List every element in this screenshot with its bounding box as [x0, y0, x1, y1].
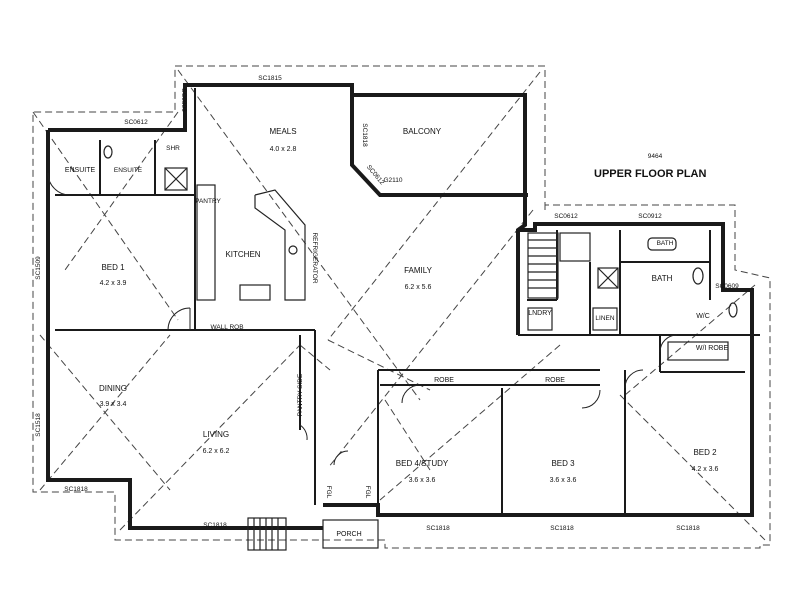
- door-swings: [47, 172, 678, 466]
- window-bottom-left: SC1818: [64, 486, 88, 493]
- roof-outline: [32, 65, 771, 549]
- window-fgl-b: FGL: [364, 486, 371, 499]
- room-family-name: FAMILY: [404, 266, 433, 275]
- window-right-a: SC0612: [554, 213, 578, 220]
- refrigerator-label: REFRIGERATOR: [311, 232, 318, 283]
- bathroom-fixtures: [103, 145, 738, 361]
- window-bottom-bed2: SC1818: [676, 525, 700, 532]
- pantry-side-label: PANTRY SIDE: [297, 373, 304, 416]
- room-meals-size: 4.0 x 2.8: [270, 146, 297, 153]
- room-living-size: 6.2 x 6.2: [203, 448, 230, 455]
- room-lndry-name: LNDRY: [528, 310, 552, 317]
- room-wir-name: W/I ROBE: [696, 345, 729, 352]
- room-bed1-size: 4.2 x 3.9: [100, 280, 127, 287]
- room-wc-name: W/C: [696, 313, 710, 320]
- plan-tag: 9464: [648, 153, 663, 160]
- room-balcony-name: BALCONY: [403, 127, 442, 136]
- window-left-lower: SC1518: [35, 413, 42, 437]
- room-porch-name: PORCH: [336, 531, 361, 538]
- staircase: [527, 232, 591, 299]
- room-bath-small-name: BATH: [657, 240, 674, 247]
- room-bed3-name: BED 3: [551, 459, 575, 468]
- room-dining-size: 3.9 x 3.4: [100, 401, 127, 408]
- room-robe-name: ROBE: [434, 377, 454, 384]
- window-bottom-bed3: SC1818: [550, 525, 574, 532]
- room-bed2-size: 4.2 x 3.6: [692, 466, 719, 473]
- plan-title: UPPER FLOOR PLAN: [594, 168, 707, 180]
- room-linen-name: LINEN: [595, 315, 614, 322]
- room-dining-name: DINING: [99, 384, 127, 393]
- window-left-upper: SC1509: [35, 256, 42, 280]
- room-ensuite-name: ENSUITE: [65, 167, 96, 174]
- interior-walls: [55, 88, 745, 515]
- kitchen-bench: [196, 184, 306, 301]
- glass-door-label: G2110: [383, 177, 402, 184]
- wall-rob-label: WALL ROB: [210, 324, 243, 331]
- room-shr-name: SHR: [166, 145, 180, 152]
- window-bottom-bed4: SC1818: [426, 525, 450, 532]
- room-meals-name: MEALS: [269, 127, 296, 136]
- window-top: SC1815: [258, 75, 282, 82]
- room-bed2-name: BED 2: [693, 448, 717, 457]
- room-bed3-size: 3.6 x 3.6: [550, 477, 577, 484]
- roof-hip-lines: [32, 69, 766, 541]
- window-right-c: SC0609: [715, 283, 739, 290]
- window-fgl-a: FGL: [325, 486, 332, 499]
- room-robe2-name: ROBE: [545, 377, 565, 384]
- window-right-b: SC0912: [638, 213, 662, 220]
- window-vert-top-left: SC0806: [180, 88, 187, 112]
- room-bed1-name: BED 1: [101, 263, 125, 272]
- window-balcony-side: SC1818: [361, 123, 368, 147]
- room-living-name: LIVING: [203, 430, 229, 439]
- room-family-size: 6.2 x 5.6: [405, 284, 432, 291]
- room-kitchen-name: KITCHEN: [225, 250, 260, 259]
- room-bed4-name: BED 4/STUDY: [396, 459, 449, 468]
- room-bed4-size: 3.6 x 3.6: [409, 477, 436, 484]
- window-bottom-living: SC1818: [203, 522, 227, 529]
- room-bath-name: BATH: [652, 274, 673, 283]
- room-ensuite-room-name: ENSUITE: [114, 167, 143, 174]
- porch-steps: [247, 517, 379, 551]
- room-pantry-name: PANTRY: [195, 198, 221, 205]
- window-top-left: SC0612: [124, 119, 148, 126]
